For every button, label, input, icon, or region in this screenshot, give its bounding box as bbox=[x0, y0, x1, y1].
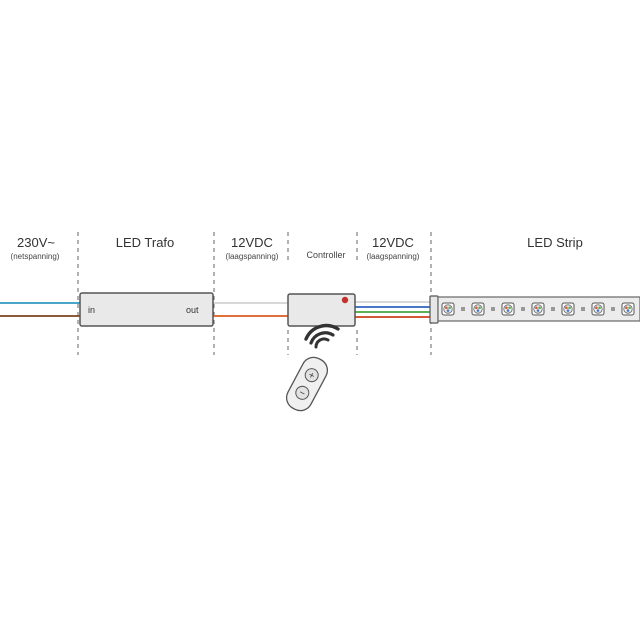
trafo-out-label: out bbox=[186, 305, 199, 315]
section-sublabel-dc-2: (laagspanning) bbox=[366, 252, 420, 261]
remote-plus-button bbox=[304, 368, 319, 383]
strip-led bbox=[591, 302, 605, 316]
strip-resistor bbox=[611, 307, 615, 311]
strip-resistor bbox=[581, 307, 585, 311]
controller-indicator-led bbox=[341, 296, 349, 304]
strip-connector bbox=[429, 295, 439, 324]
remote-minus-button bbox=[295, 385, 310, 400]
section-label-trafo: LED Trafo bbox=[115, 235, 175, 250]
strip-led bbox=[501, 302, 515, 316]
section-sublabel-mains: (netspanning) bbox=[10, 252, 60, 261]
remote-plus-symbol: + bbox=[306, 370, 316, 383]
section-sublabel-dc-1: (laagspanning) bbox=[225, 252, 279, 261]
strip-led bbox=[621, 302, 635, 316]
led-trafo-box bbox=[79, 292, 214, 327]
section-label-dc-1: 12VDC bbox=[231, 235, 273, 250]
remote-control: + − bbox=[285, 356, 329, 412]
strip-resistor bbox=[521, 307, 525, 311]
trafo-in-label: in bbox=[88, 305, 96, 315]
led-strip-leds bbox=[441, 302, 635, 316]
strip-led bbox=[561, 302, 575, 316]
section-label-mains: 230V~ bbox=[17, 235, 55, 250]
section-label-led-strip: LED Strip bbox=[527, 235, 583, 250]
section-dividers bbox=[77, 232, 432, 355]
remote-minus-symbol: − bbox=[297, 387, 307, 400]
wireless-signal-icon bbox=[304, 323, 340, 349]
strip-led bbox=[441, 302, 455, 316]
section-label-dc-2: 12VDC bbox=[372, 235, 414, 250]
strip-led bbox=[531, 302, 545, 316]
remote-body bbox=[285, 356, 329, 412]
strip-resistor bbox=[461, 307, 465, 311]
strip-resistor bbox=[551, 307, 555, 311]
strip-resistor bbox=[491, 307, 495, 311]
strip-led bbox=[471, 302, 485, 316]
section-label-controller: Controller bbox=[306, 250, 346, 260]
